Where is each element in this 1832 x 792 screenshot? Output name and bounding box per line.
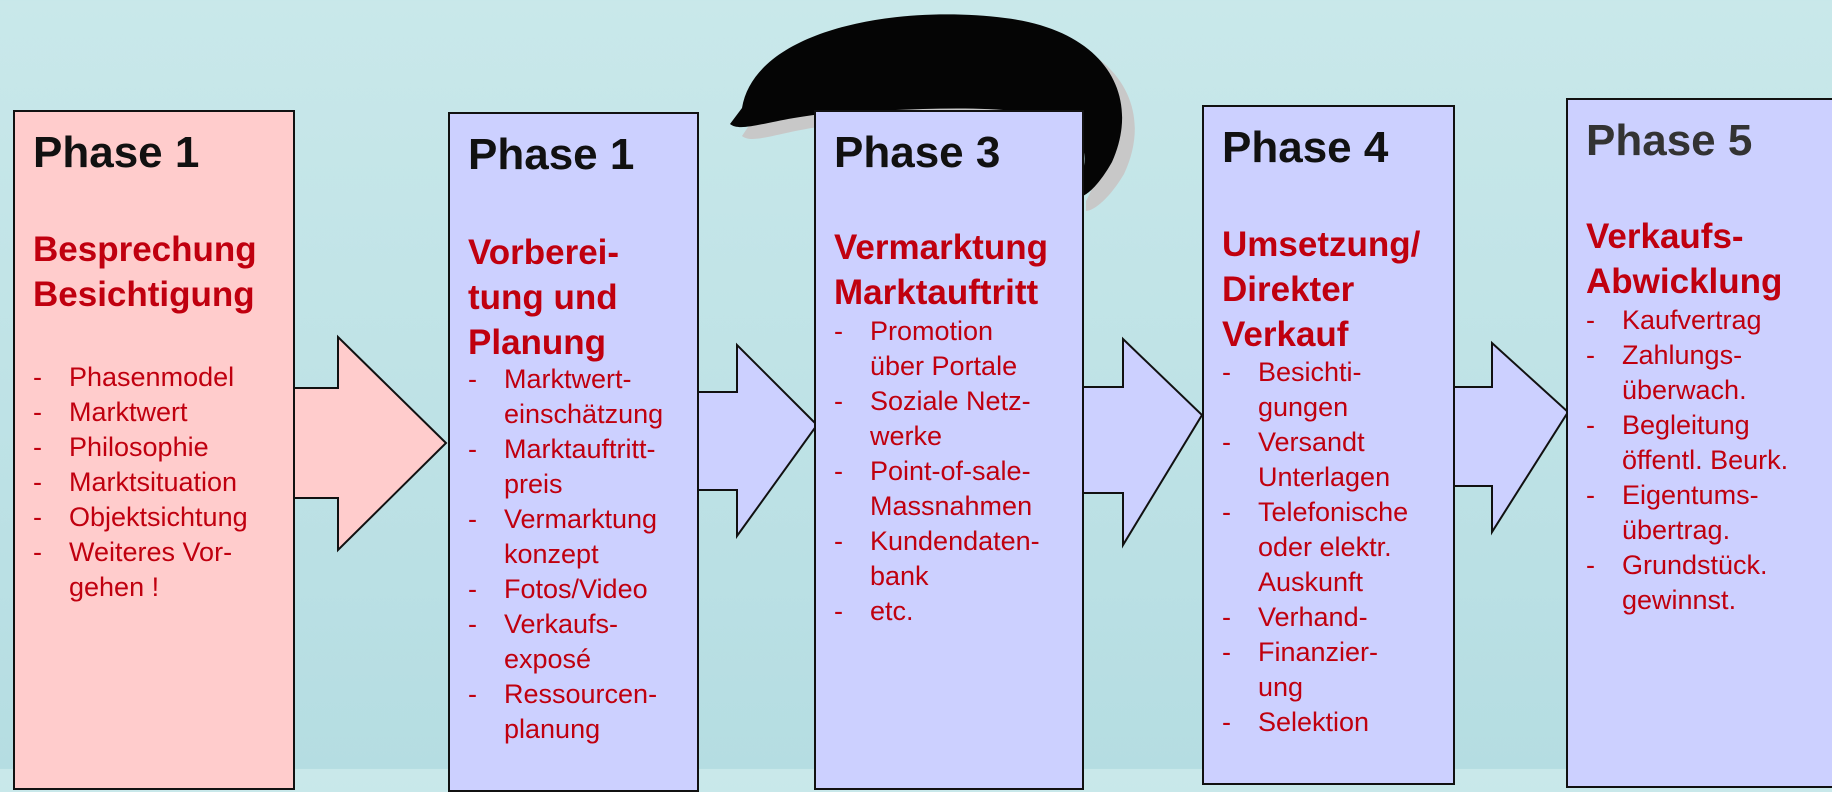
list-item: Marktsituation	[33, 465, 293, 500]
phase-2-items: Marktwert-einschätzung Marktauftritt-pre…	[468, 362, 683, 747]
list-item: Besichti-gungen	[1222, 355, 1408, 425]
phase-2-title: Phase 1	[468, 130, 635, 179]
list-item: Begleitung öffentl. Beurk.	[1586, 408, 1797, 478]
list-item: Marktwert-einschätzung	[468, 362, 683, 432]
phase-4-box: Phase 4 Umsetzung/ Direkter Verkauf Besi…	[1202, 105, 1455, 785]
phase-2-box: Phase 1 Vorberei-tung und Planung Marktw…	[448, 112, 699, 792]
list-item: Finanzier-ung	[1222, 635, 1418, 705]
phase-1-title: Phase 1	[33, 128, 200, 177]
list-item: Weiteres Vor-gehen !	[33, 535, 249, 605]
list-item: Marktwert	[33, 395, 293, 430]
phase-2-heading: Vorberei-tung und Planung	[468, 233, 620, 362]
list-item: Ressourcen-planung	[468, 677, 689, 747]
list-item: Marktauftritt-preis	[468, 432, 674, 502]
list-item: Versandt Unterlagen	[1222, 425, 1428, 495]
list-item: etc.	[834, 594, 1069, 629]
list-item: Grundstück. gewinnst.	[1586, 548, 1802, 618]
phase-4-items: Besichti-gungen Versandt Unterlagen Tele…	[1222, 355, 1447, 740]
list-item: Fotos/Video	[468, 572, 683, 607]
list-item: Kundendaten-bank	[834, 524, 1070, 594]
list-item: Verhand-	[1222, 600, 1447, 635]
list-item: Point-of-sale-Massnahmen	[834, 454, 1075, 524]
list-item: Vermarktung konzept	[468, 502, 689, 572]
list-item: Promotion über Portale	[834, 314, 1045, 384]
phase-4-heading: Umsetzung/ Direkter Verkauf	[1222, 225, 1421, 354]
process-diagram	[293, 14, 1570, 553]
list-item: Phasenmodel	[33, 360, 293, 395]
list-item: Soziale Netz-werke	[834, 384, 1070, 454]
flow-arrow-3	[1081, 336, 1204, 549]
phase-5-items: Kaufvertrag Zahlungs-überwach. Begleitun…	[1586, 303, 1816, 618]
phase-5-title: Phase 5	[1586, 116, 1753, 165]
phase-1-items: Phasenmodel Marktwert Philosophie Markts…	[33, 360, 293, 605]
list-item: Objektsichtung	[33, 500, 293, 535]
phase-3-heading: Vermarktung Marktauftritt	[834, 228, 1048, 312]
phase-5-heading: Verkaufs-Abwicklung	[1586, 217, 1783, 301]
list-item: Kaufvertrag	[1586, 303, 1816, 338]
phase-4-title: Phase 4	[1222, 123, 1389, 172]
phase-3-box: Phase 3 Vermarktung Marktauftritt Promot…	[814, 110, 1084, 790]
list-item: Philosophie	[33, 430, 293, 465]
flow-arrow-2	[697, 342, 819, 540]
list-item: Telefonische oder elektr. Auskunft	[1222, 495, 1453, 600]
list-item: Verkaufs-exposé	[468, 607, 654, 677]
list-item: Selektion	[1222, 705, 1447, 740]
phase-3-items: Promotion über Portale Soziale Netz-werk…	[834, 314, 1069, 629]
phase-1-box: Phase 1 Besprechung Besichtigung Phasenm…	[13, 110, 295, 790]
flow-arrow-1	[293, 334, 448, 553]
flow-arrow-4	[1453, 340, 1570, 536]
phase-5-box: Phase 5 Verkaufs-Abwicklung Kaufvertrag …	[1566, 98, 1832, 788]
list-item: Eigentums-übertrag.	[1586, 478, 1807, 548]
list-item: Zahlungs-überwach.	[1586, 338, 1802, 408]
phase-3-title: Phase 3	[834, 128, 1001, 177]
phase-1-heading: Besprechung Besichtigung	[33, 230, 257, 314]
